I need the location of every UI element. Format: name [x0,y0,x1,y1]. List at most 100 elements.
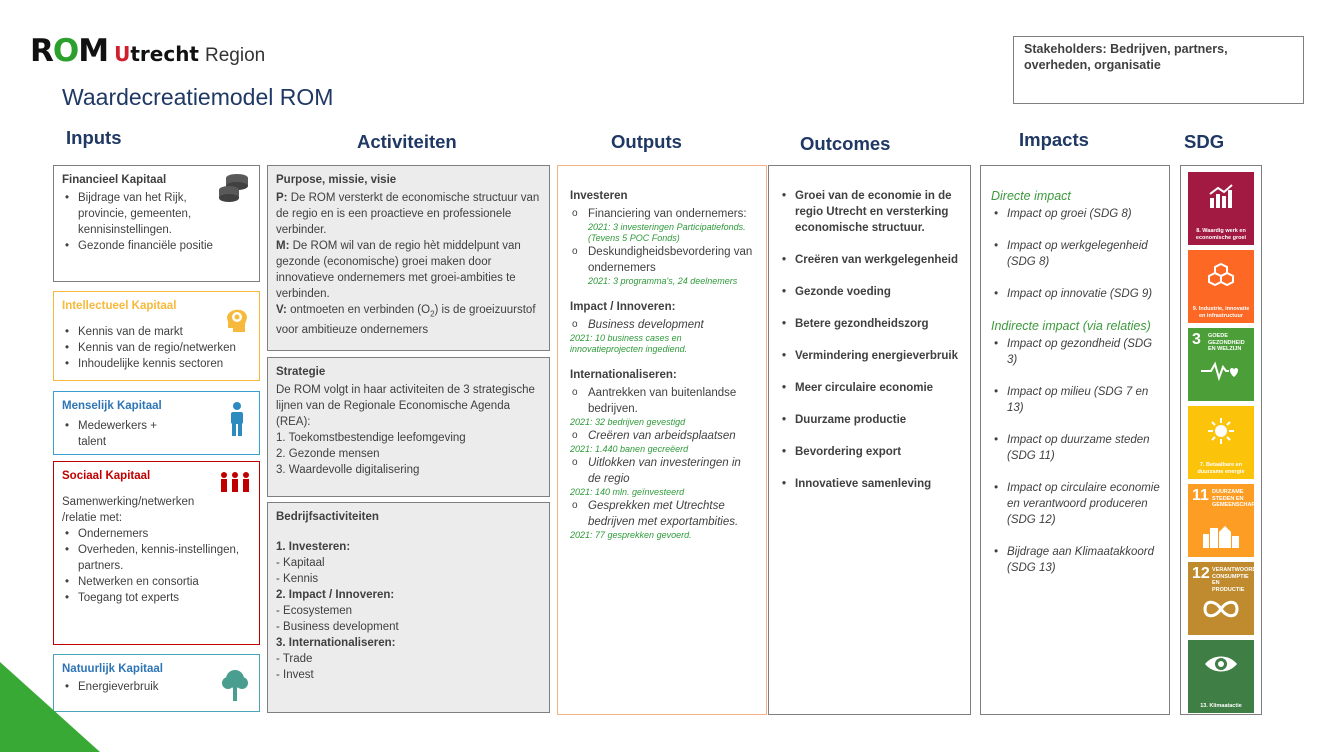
list-item: Innovatieve samenleving [779,476,960,492]
list-item: Overheden, kennis-instellingen, partners… [62,542,251,574]
bedrijf-title: Bedrijfsactiviteiten [276,511,379,523]
outputs-impact-note: 2021: 10 business cases en innovatieproj… [570,333,688,354]
sdg-tile-13: 13. Klimaatactie [1188,640,1254,713]
intellectueel-kapitaal-card: Intellectueel Kapitaal Kennis van de mar… [53,291,260,381]
strategie-title: Strategie [276,366,326,378]
strategie-text: De ROM volgt in haar activiteiten de 3 s… [276,384,535,428]
list-item: Kennis van de regio/netwerken [62,340,251,356]
list-item: Impact op milieu (SDG 7 en 13) [991,384,1161,416]
list-item: Creëren van werkgelegenheid [779,252,960,268]
sdg-tile-8: 8. Waardig werk en economische groei [1188,172,1254,245]
list-item: Aantrekken van buitenlandse bedrijven. [570,385,756,417]
list-item: Vermindering energieverbruik [779,348,960,364]
list-item: Netwerken en consortia [62,574,251,590]
eye-earth-icon [1188,652,1254,683]
purpose-m: M: De ROM wil van de regio hèt middelpun… [276,240,521,300]
sdg-caption: 13. Klimaatactie [1200,702,1242,709]
page-title: Waardecreatiemodel ROM [62,84,334,110]
purpose-p: P: De ROM versterkt de economische struc… [276,192,540,236]
purpose-card: Purpose, missie, visie P: De ROM verster… [267,165,550,351]
stakeholders-box: Stakeholders: Bedrijven, partners, overh… [1013,36,1304,104]
sdg-tile-9: 9. Industrie, innovatie en infrastructuu… [1188,250,1254,323]
outputs-intern-note-3: 2021: 140 mln. geïnvesteerd [570,487,685,497]
indirect-impact-title: Indirecte impact (via relaties) [991,319,1151,333]
growth-chart-icon [1188,184,1254,215]
list-item: Duurzame productie [779,412,960,428]
list-item: Impact op duurzame steden (SDG 11) [991,432,1161,464]
sdg-tile-7: 7. Betaalbare en duurzame energie [1188,406,1254,479]
strategie-card: Strategie De ROM volgt in haar activitei… [267,357,550,497]
direct-impact-title: Directe impact [991,189,1071,203]
bedrijf-heading-3: 3. Internationaliseren: [276,637,396,649]
list-item: - Kapitaal [276,557,325,569]
sun-icon [1188,418,1254,451]
heartbeat-icon [1188,360,1254,388]
sdg-caption: 7. Betaalbare en duurzame energie [1197,462,1245,475]
heading-outputs: Outputs [611,131,682,152]
sdg-caption: 9. Industrie, innovatie en infrastructuu… [1192,306,1250,319]
outcomes-card: Groei van de economie in de regio Utrech… [768,165,971,715]
list-item: Uitlokken van investeringen in de regio [570,455,756,487]
list-item: Impact op innovatie (SDG 9) [991,286,1161,302]
outputs-intern-title: Internationaliseren: [570,369,677,381]
list-item: Impact op gezondheid (SDG 3) [991,336,1161,368]
logo-region: Region [205,45,266,66]
sdg-number: 12 [1192,565,1210,582]
menselijk-title: Menselijk Kapitaal [62,400,162,412]
purpose-v: V: ontmoeten en verbinden (O2) is de gro… [276,304,536,337]
heading-impacts: Impacts [1019,129,1089,150]
list-item: Impact op circulaire economie en verantw… [991,480,1161,528]
sdg-tile-3: 3 GOEDE GEZONDHEID EN WELZIJN [1188,328,1254,401]
impacts-card: Directe impact Impact op groei (SDG 8) I… [980,165,1170,715]
outputs-internationaliseren: Internationaliseren: Aantrekken van buit… [570,367,756,541]
outputs-investeren: Investeren Financiering van ondernemers:… [570,188,756,287]
list-item: Groei van de economie in de regio Utrech… [779,188,960,236]
list-item: Medewerkers + talent [62,418,182,450]
outputs-intern-note-4: 2021: 77 gesprekken gevoerd. [570,530,692,540]
list-item: Deskundigheidsbevordering van ondernemer… [570,244,756,287]
list-item: - Ecosystemen [276,605,353,617]
bedrijfsactiviteiten-card: Bedrijfsactiviteiten 1. Investeren: - Ka… [267,502,550,713]
list-item: Bevordering export [779,444,960,460]
sdg-number: 3 [1192,331,1201,348]
bedrijf-heading-2: 2. Impact / Innoveren: [276,589,395,601]
list-item: Impact op werkgelegenheid (SDG 8) [991,238,1161,270]
purpose-title: Purpose, missie, visie [276,174,397,186]
list-item: Business development [570,317,756,333]
menselijk-kapitaal-card: Menselijk Kapitaal Medewerkers + talent [53,391,260,455]
corner-accent [0,662,100,752]
list-item: 3. Waardevolle digitalisering [276,464,420,476]
list-item: Gezonde voeding [779,284,960,300]
list-item: Ondernemers [62,526,251,542]
sociaal-title: Sociaal Kapitaal [62,470,151,482]
list-item: Bijdrage aan Klimaatakkoord (SDG 13) [991,544,1161,576]
logo-utrecht: Utrecht [114,42,199,66]
person-icon [231,402,243,436]
list-item: - Invest [276,669,314,681]
logo-rom: ROM [30,33,109,69]
outputs-intern-note-1: 2021: 32 bedrijven gevestigd [570,417,686,427]
sdg-tile-11: 11 DUURZAME STEDEN EN GEMEENSCHAPPEN [1188,484,1254,557]
list-item: - Trade [276,653,313,665]
list-item: Impact op groei (SDG 8) [991,206,1161,222]
buildings-icon [1188,522,1254,555]
list-item: - Kennis [276,573,319,585]
list-item: Betere gezondheidszorg [779,316,960,332]
list-item: Meer circulaire economie [779,380,960,396]
list-item: Toegang tot experts [62,590,251,606]
sdg-tile-12: 12 VERANTWOORDE CONSUMPTIE EN PRODUCTIE [1188,562,1254,635]
sociaal-intro: Samenwerking/netwerken /relatie met: [62,496,195,524]
outputs-investeren-title: Investeren [570,190,628,202]
outputs-intern-note-2: 2021: 1.440 banen gecreëerd [570,444,689,454]
bedrijf-heading-1: 1. Investeren: [276,541,351,553]
intellectueel-title: Intellectueel Kapitaal [62,300,177,312]
list-item: Gezonde financiële positie [62,238,222,254]
list-item: 1. Toekomstbestendige leefomgeving [276,432,466,444]
sdg-caption: DUURZAME STEDEN EN GEMEENSCHAPPEN [1212,489,1254,508]
list-item: Inhoudelijke kennis sectoren [62,356,251,372]
list-item: Creëren van arbeidsplaatsen [570,428,756,444]
heading-sdg: SDG [1184,131,1225,152]
outputs-impact-title: Impact / Innoveren: [570,301,676,313]
sdg-caption: VERANTWOORDE CONSUMPTIE EN PRODUCTIE [1212,567,1254,593]
financieel-kapitaal-card: Financieel Kapitaal Bijdrage van het Rij… [53,165,260,282]
